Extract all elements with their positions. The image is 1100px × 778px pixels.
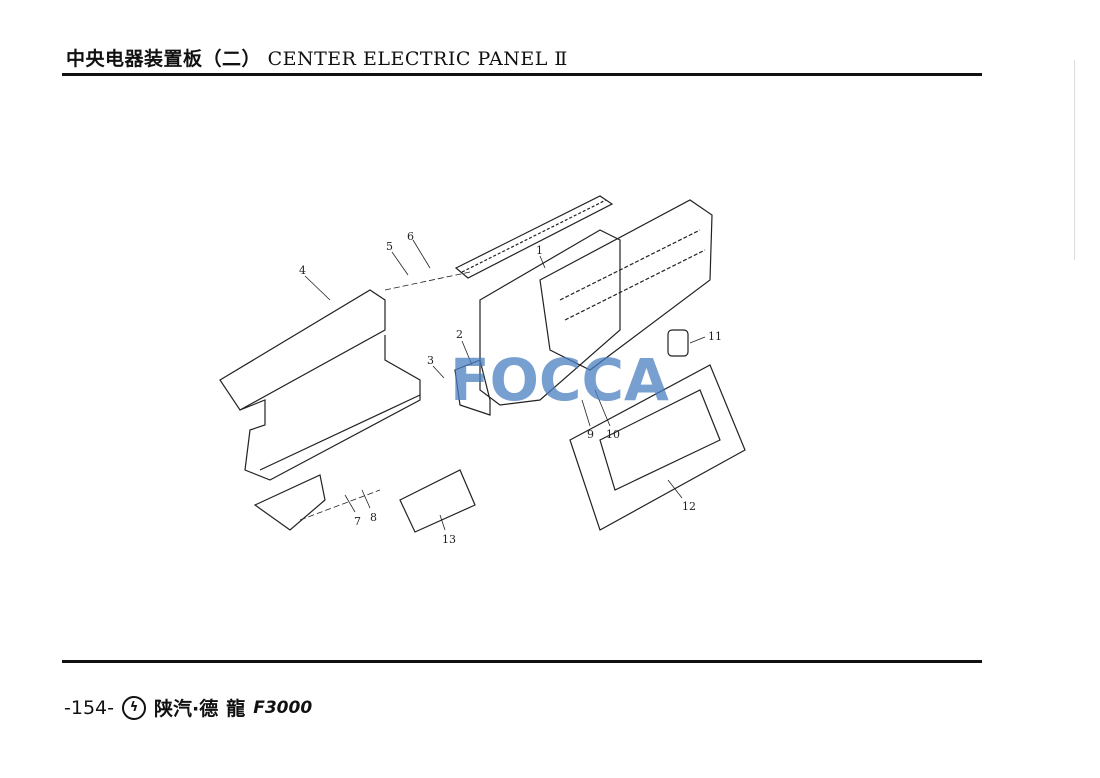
callout-6: 6 <box>407 230 414 243</box>
callout-13: 13 <box>442 533 456 546</box>
callout-1: 1 <box>536 244 543 257</box>
part-11-clip <box>667 329 689 357</box>
page-footer: -154- ϟ 陕汽·德 龍 F3000 <box>64 694 312 721</box>
page-title-en: CENTER ELECTRIC PANEL Ⅱ <box>267 48 568 70</box>
brand-glyph: 龍 <box>226 698 246 720</box>
callout-8: 8 <box>370 511 377 524</box>
brand-logo-icon: ϟ <box>121 695 146 720</box>
callout-5: 5 <box>386 240 393 253</box>
part-4-bracket <box>219 289 421 481</box>
callout-9: 9 <box>587 428 594 441</box>
part-2-bracket <box>454 359 491 416</box>
model-name: F3000 <box>253 697 313 718</box>
part-13-label <box>399 469 476 533</box>
callout-3: 3 <box>427 354 434 367</box>
part-lower-bracket <box>253 474 326 531</box>
part-main-housing <box>479 199 713 406</box>
callout-10: 10 <box>606 428 620 441</box>
scan-edge <box>1074 60 1075 260</box>
callout-4: 4 <box>299 264 306 277</box>
callout-7: 7 <box>354 515 361 528</box>
callout-12: 12 <box>682 500 696 513</box>
page-number: -154- <box>64 696 114 719</box>
part-12-plate <box>569 364 746 531</box>
footer-rule <box>62 660 982 663</box>
part-1-strip <box>454 195 614 279</box>
page-title-cn: 中央电器装置板（二） <box>66 48 262 70</box>
brand-name: 陕汽·德 <box>153 698 219 720</box>
callout-2: 2 <box>456 328 463 341</box>
page-title: 中央电器装置板（二） CENTER ELECTRIC PANEL Ⅱ <box>66 44 568 71</box>
watermark: FOCCA <box>450 346 669 414</box>
header-rule <box>62 73 982 76</box>
callout-11: 11 <box>708 330 722 343</box>
leader-lines <box>299 239 706 531</box>
